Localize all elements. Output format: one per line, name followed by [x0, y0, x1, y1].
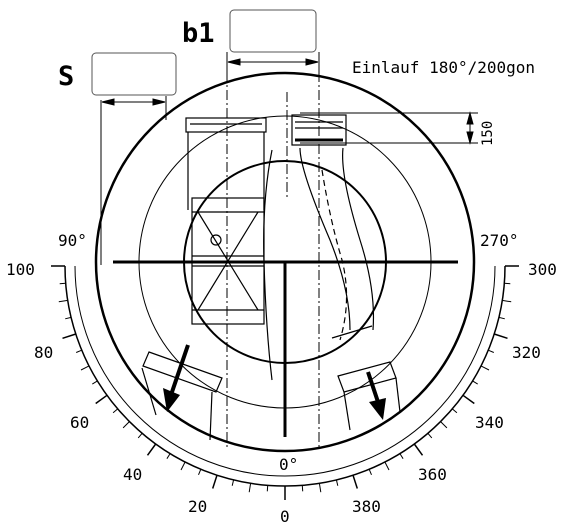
gon-40: 40: [123, 465, 142, 484]
gon-scale-tick: [137, 432, 143, 439]
inlet-pipe-left: [185, 117, 267, 210]
gon-scale-tick: [413, 443, 424, 456]
s-label: S: [58, 61, 74, 92]
height-dimension-label: 150: [480, 121, 496, 146]
gon-scale-arc-inner: [74, 265, 496, 477]
s-dimension: [100, 96, 167, 265]
gon-scale-tick: [211, 474, 218, 489]
gon-scale-tick: [488, 349, 494, 353]
gon-scale-tick: [498, 316, 505, 320]
b1-label: b1: [182, 18, 215, 49]
gon-scale-tick: [231, 479, 235, 486]
b1-input-box[interactable]: [229, 9, 317, 53]
gon-scale-tick: [384, 461, 390, 471]
outer-shaft-circle: [94, 71, 476, 453]
gon-100: 100: [6, 260, 35, 279]
outlet-right: [331, 325, 401, 431]
gon-20: 20: [188, 497, 207, 516]
gon-340: 340: [475, 413, 504, 432]
gon-scale-tick: [248, 483, 252, 493]
gon-scale-tick: [368, 469, 372, 475]
gon-scale-tick: [480, 365, 490, 371]
label-90-degree: 90°: [58, 231, 87, 250]
gon-scale-tick: [65, 316, 72, 320]
gon-scale-ticks: [51, 265, 519, 500]
gon-80: 80: [34, 343, 53, 362]
gon-scale-tick: [146, 443, 157, 456]
flow-arrow-right: [366, 371, 386, 420]
label-270-degree: 270°: [480, 231, 519, 250]
gon-360: 360: [418, 465, 447, 484]
gon-scale-tick: [440, 421, 448, 429]
s-input-box[interactable]: [91, 52, 177, 96]
gon-scale-tick: [472, 380, 478, 385]
label-0-degree: 0°: [279, 455, 298, 474]
gon-scale-tick: [451, 408, 458, 414]
bench-panel: [191, 149, 273, 381]
gon-scale-tick: [399, 453, 404, 459]
gon-60: 60: [70, 413, 89, 432]
gon-scale-tick: [462, 394, 475, 405]
gon-scale-tick: [122, 421, 130, 429]
gon-scale-tick: [62, 333, 77, 340]
b1-dimension: [226, 52, 320, 72]
gon-380: 380: [352, 497, 381, 516]
inlet-pipe-right: [291, 114, 375, 341]
gon-320: 320: [512, 343, 541, 362]
gon-300: 300: [528, 260, 557, 279]
gon-scale-tick: [493, 333, 508, 340]
gon-0: 0: [280, 507, 290, 525]
inlet-title: Einlauf 180°/200gon: [352, 58, 535, 77]
gon-scale-tick: [58, 299, 68, 303]
gon-scale-tick: [502, 299, 512, 303]
flow-arrow-left: [163, 344, 190, 412]
gon-scale-tick: [318, 483, 322, 493]
gon-scale-tick: [335, 479, 339, 486]
outlet-left: [141, 351, 223, 441]
gon-scale-tick: [352, 474, 359, 489]
gon-scale-tick: [112, 408, 119, 414]
gon-scale-tick: [427, 432, 433, 439]
gon-scale-tick: [80, 365, 90, 371]
gon-scale-tick: [92, 380, 98, 385]
gon-scale-tick: [180, 461, 186, 471]
gon-scale-tick: [166, 453, 171, 459]
gon-scale-tick: [76, 349, 82, 353]
gon-scale-tick: [198, 469, 202, 475]
height-dimension: [300, 111, 478, 145]
gon-scale-tick: [95, 394, 108, 405]
